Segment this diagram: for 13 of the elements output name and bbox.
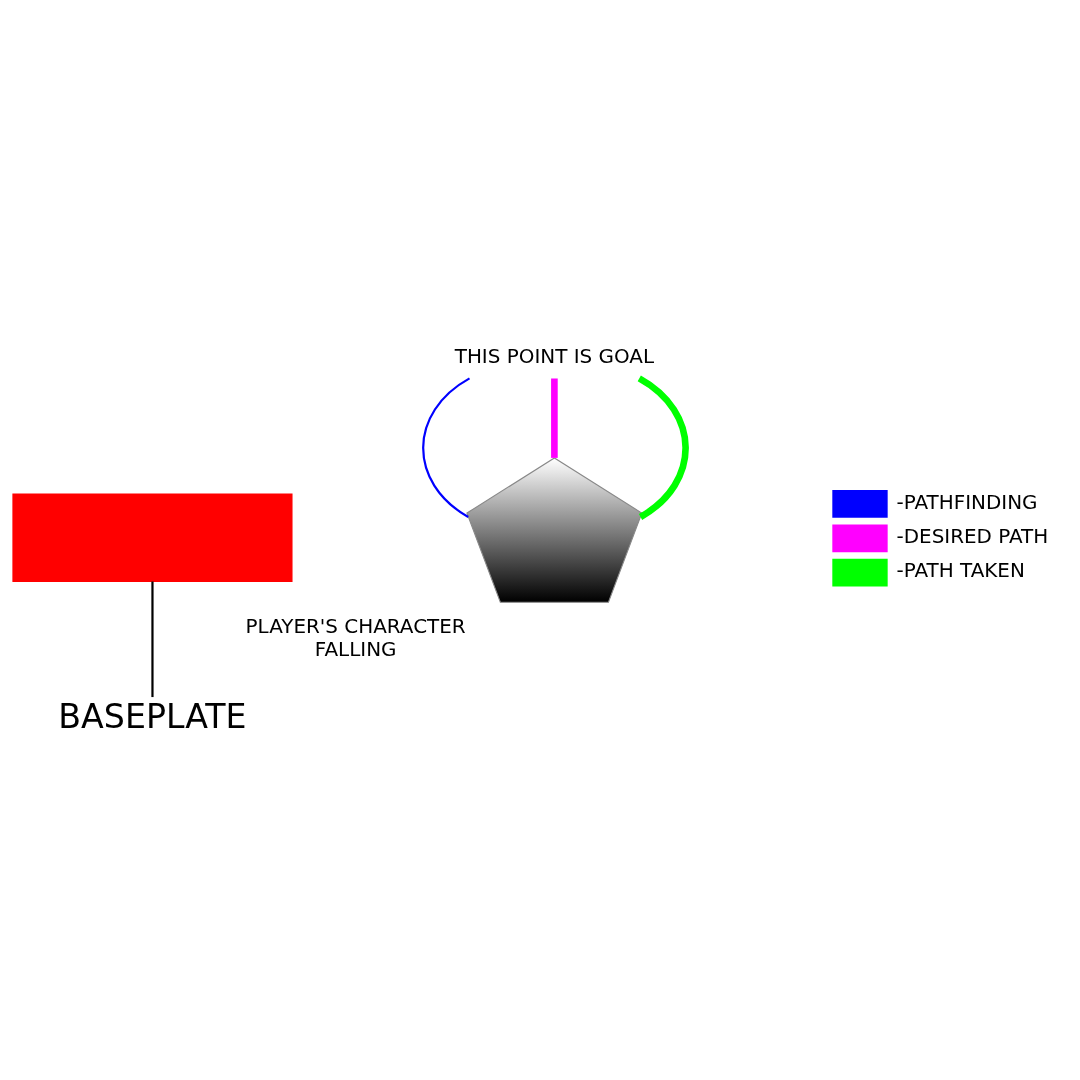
connector xyxy=(551,378,558,458)
node-box xyxy=(12,492,293,582)
connector xyxy=(422,376,471,518)
node-pentagon xyxy=(466,456,643,603)
node-label: FALLING xyxy=(314,637,397,661)
node-label: PLAYER'S CHARACTER xyxy=(245,614,466,638)
node-text: THIS POINT IS GOAL xyxy=(454,344,655,368)
legend-label: -DESIRED PATH xyxy=(896,524,1049,548)
legend-label: -PATH TAKEN xyxy=(896,558,1025,582)
connector xyxy=(151,581,154,697)
node-text: BASEPLATE xyxy=(58,696,247,736)
connector xyxy=(637,375,689,520)
legend-label: -PATHFINDING xyxy=(896,490,1038,514)
